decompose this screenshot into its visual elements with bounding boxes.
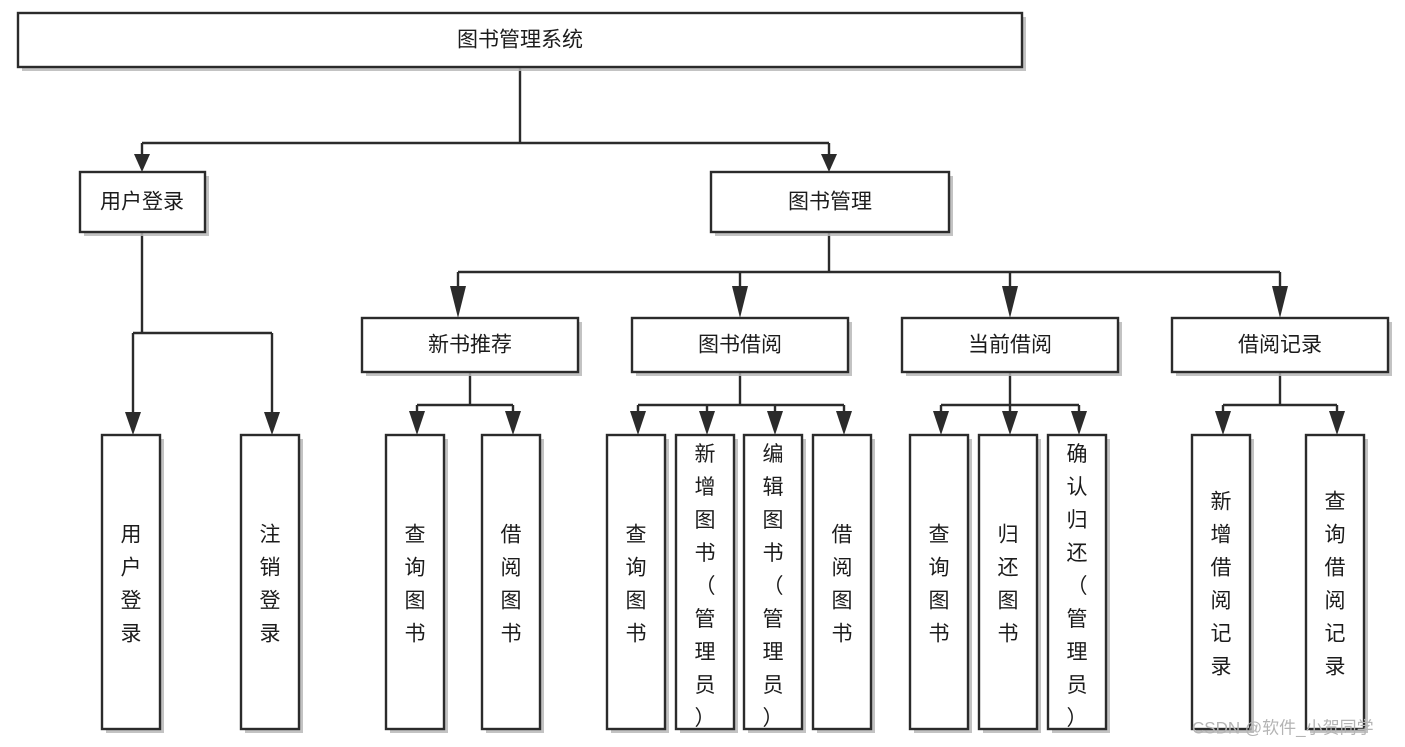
arrow-head-leaf-user-login bbox=[125, 412, 141, 435]
csdn-watermark: CSDN @软件_小贺同学 bbox=[1192, 718, 1374, 737]
arrow-head-book-borrow bbox=[732, 286, 748, 318]
node-leaf-user-login[interactable]: 用户登录 bbox=[100, 433, 164, 733]
arrow-head-book-management bbox=[821, 154, 837, 172]
node-leaf-borrow-book-2-box[interactable] bbox=[811, 433, 873, 731]
node-leaf-confirm-return-admin-box[interactable] bbox=[1046, 433, 1108, 731]
node-borrow-record-label: 借阅记录 bbox=[1238, 334, 1322, 357]
node-leaf-borrow-book-1-box[interactable] bbox=[480, 433, 542, 731]
node-leaf-add-borrow-record-label: 新增借阅记录 bbox=[1211, 491, 1232, 679]
node-book-management[interactable]: 图书管理 bbox=[709, 170, 953, 236]
node-leaf-add-borrow-record-box[interactable] bbox=[1190, 433, 1252, 731]
arrow-head-current-borrow bbox=[1002, 286, 1018, 318]
node-leaf-add-borrow-record[interactable]: 新增借阅记录 bbox=[1190, 433, 1254, 733]
node-leaf-edit-book-admin-label: 编辑图书（管理员） bbox=[763, 443, 784, 730]
arrow-head-leaf-return-book bbox=[1002, 411, 1018, 435]
arrow-head-leaf-confirm-return-admin bbox=[1071, 411, 1087, 435]
node-leaf-confirm-return-admin-label: 确认归还（管理员） bbox=[1067, 443, 1088, 730]
node-leaf-query-book-2[interactable]: 查询图书 bbox=[605, 433, 669, 733]
node-new-book-recommend-label: 新书推荐 bbox=[428, 334, 512, 357]
arrow-head-leaf-edit-book-admin bbox=[767, 411, 783, 435]
node-current-borrow-box[interactable] bbox=[900, 316, 1120, 374]
node-leaf-borrow-book-1-label: 借阅图书 bbox=[501, 524, 522, 646]
node-leaf-return-book-label: 归还图书 bbox=[998, 524, 1019, 646]
arrow-head-user-login bbox=[134, 154, 150, 172]
node-leaf-query-book-2-label: 查询图书 bbox=[626, 524, 647, 646]
node-current-borrow[interactable]: 当前借阅 bbox=[900, 316, 1122, 376]
node-book-management-box[interactable] bbox=[709, 170, 951, 234]
node-leaf-query-borrow-record[interactable]: 查询借阅记录 bbox=[1304, 433, 1368, 733]
node-leaf-borrow-book-1[interactable]: 借阅图书 bbox=[480, 433, 544, 733]
arrow-head-leaf-query-book-3 bbox=[933, 411, 949, 435]
arrow-head-borrow-record bbox=[1272, 286, 1288, 318]
node-new-book-recommend[interactable]: 新书推荐 bbox=[360, 316, 582, 376]
node-leaf-user-login-label: 用户登录 bbox=[121, 524, 142, 646]
node-root[interactable]: 图书管理系统 bbox=[16, 11, 1026, 71]
arrow-head-leaf-query-book-2 bbox=[630, 411, 646, 435]
node-leaf-logout-login-box[interactable] bbox=[239, 433, 301, 731]
node-leaf-query-book-2-box[interactable] bbox=[605, 433, 667, 731]
node-leaf-return-book-box[interactable] bbox=[977, 433, 1039, 731]
node-user-login-box[interactable] bbox=[78, 170, 207, 234]
node-user-login[interactable]: 用户登录 bbox=[78, 170, 209, 236]
node-leaf-query-book-3-label: 查询图书 bbox=[929, 524, 950, 646]
node-leaf-confirm-return-admin[interactable]: 确认归还（管理员） bbox=[1046, 433, 1110, 733]
node-leaf-logout-login-label: 注销登录 bbox=[260, 524, 281, 646]
node-leaf-user-login-box[interactable] bbox=[100, 433, 162, 731]
node-leaf-query-book-1-box[interactable] bbox=[384, 433, 446, 731]
arrow-head-leaf-borrow-book-2 bbox=[836, 411, 852, 435]
node-leaf-query-borrow-record-box[interactable] bbox=[1304, 433, 1366, 731]
node-book-borrow-label: 图书借阅 bbox=[698, 334, 782, 357]
node-borrow-record-box[interactable] bbox=[1170, 316, 1390, 374]
node-borrow-record[interactable]: 借阅记录 bbox=[1170, 316, 1392, 376]
arrow-head-leaf-add-borrow-record bbox=[1215, 411, 1231, 435]
node-new-book-recommend-box[interactable] bbox=[360, 316, 580, 374]
node-leaf-edit-book-admin[interactable]: 编辑图书（管理员） bbox=[742, 433, 806, 733]
node-leaf-edit-book-admin-box[interactable] bbox=[742, 433, 804, 731]
node-leaf-return-book[interactable]: 归还图书 bbox=[977, 433, 1041, 733]
arrow-head-leaf-query-book-1 bbox=[409, 411, 425, 435]
node-leaf-query-book-3[interactable]: 查询图书 bbox=[908, 433, 972, 733]
arrow-head-leaf-borrow-book-1 bbox=[505, 411, 521, 435]
node-leaf-borrow-book-2-label: 借阅图书 bbox=[832, 524, 853, 646]
node-book-borrow[interactable]: 图书借阅 bbox=[630, 316, 852, 376]
arrow-head-new-book-recommend bbox=[450, 286, 466, 318]
node-leaf-query-book-1-label: 查询图书 bbox=[405, 524, 426, 646]
arrow-head-leaf-query-borrow-record bbox=[1329, 411, 1345, 435]
node-leaf-add-book-admin-label: 新增图书（管理员） bbox=[695, 443, 716, 730]
node-leaf-query-book-3-box[interactable] bbox=[908, 433, 970, 731]
node-root-label: 图书管理系统 bbox=[457, 29, 583, 52]
node-leaf-borrow-book-2[interactable]: 借阅图书 bbox=[811, 433, 875, 733]
node-leaf-query-borrow-record-label: 查询借阅记录 bbox=[1325, 491, 1346, 679]
node-leaf-query-book-1[interactable]: 查询图书 bbox=[384, 433, 448, 733]
arrow-head-leaf-logout-login bbox=[264, 412, 280, 435]
node-leaf-logout-login[interactable]: 注销登录 bbox=[239, 433, 303, 733]
node-book-management-label: 图书管理 bbox=[788, 191, 872, 214]
arrow-head-leaf-add-book-admin bbox=[699, 411, 715, 435]
node-current-borrow-label: 当前借阅 bbox=[968, 334, 1052, 357]
node-leaf-add-book-admin-box[interactable] bbox=[674, 433, 736, 731]
node-book-borrow-box[interactable] bbox=[630, 316, 850, 374]
node-root-box[interactable] bbox=[16, 11, 1024, 69]
connector-layer bbox=[125, 67, 1345, 435]
leaf-nodes-layer: 用户登录 注销登录 查询图书 借阅图书 查询图书 bbox=[100, 433, 1368, 733]
node-user-login-label: 用户登录 bbox=[100, 191, 184, 214]
node-leaf-add-book-admin[interactable]: 新增图书（管理员） bbox=[674, 433, 738, 733]
